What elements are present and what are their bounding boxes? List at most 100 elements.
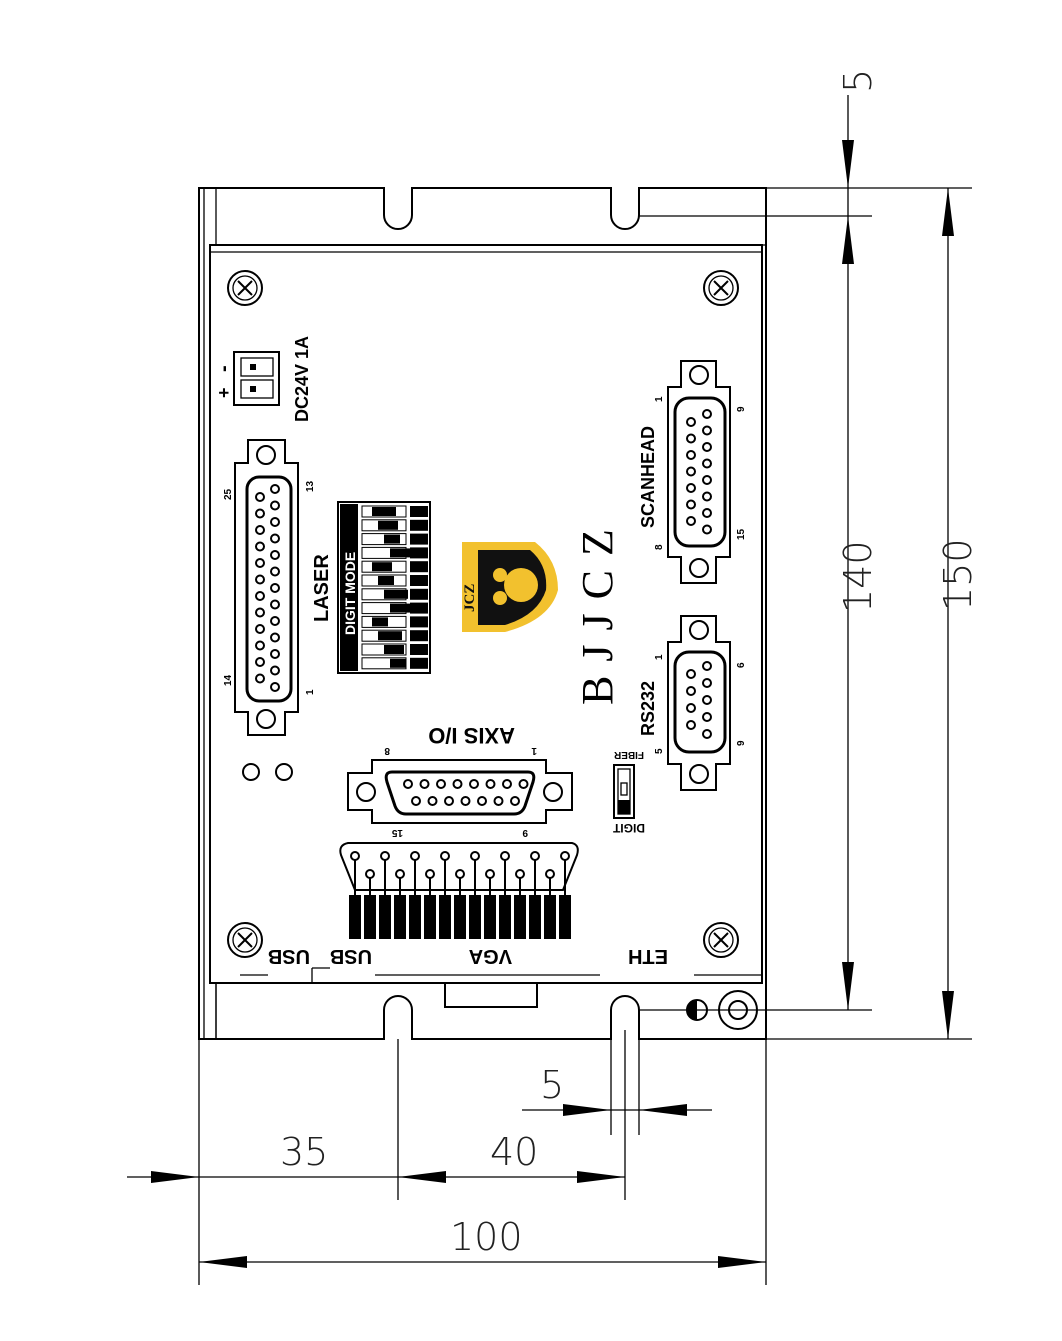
pin-label-block <box>484 895 496 939</box>
pin-icon <box>686 720 696 730</box>
pin-icon <box>545 869 555 879</box>
table-cell-value <box>410 575 428 586</box>
pin-icon <box>518 779 529 789</box>
pin-label-block <box>349 895 361 939</box>
laser-db25-connector <box>234 439 299 736</box>
pin-icon <box>270 632 280 643</box>
pin-icon <box>255 673 265 684</box>
pin-label-block <box>379 895 391 939</box>
pin-icon <box>686 417 696 427</box>
pin-icon <box>702 475 712 485</box>
rs232-pin-5: 5 <box>654 748 665 754</box>
pin-icon <box>270 649 280 659</box>
minus-label: - <box>213 365 235 372</box>
scanhead-label: SCANHEAD <box>638 426 658 528</box>
dim-spacing-40: 40 <box>490 1130 538 1174</box>
pin-label-block <box>439 895 451 939</box>
dim-height-140: 140 <box>836 540 880 613</box>
pin-icon <box>427 796 438 806</box>
pin-icon <box>702 491 712 502</box>
pin-icon <box>686 686 696 696</box>
dim-slot-width: 5 <box>540 1063 564 1107</box>
pin-icon <box>440 851 450 861</box>
table-cell-value <box>410 547 428 559</box>
pin-icon <box>365 869 375 879</box>
dim-top-offset: 5 <box>836 69 880 93</box>
dim-height-150: 150 <box>936 538 980 611</box>
table-cell-mark <box>372 562 392 572</box>
table-cell-value <box>410 616 428 628</box>
pin-icon <box>702 425 712 436</box>
table-cell-mark <box>378 631 402 641</box>
pin-icon <box>270 500 280 511</box>
table-cell-mark <box>384 645 404 654</box>
pin-icon <box>380 851 390 861</box>
pin-icon <box>444 796 454 806</box>
pin-label-block <box>559 895 571 939</box>
pin-icon <box>702 729 712 739</box>
rs232-pin-6: 6 <box>736 662 747 668</box>
scanhead-pin-8: 8 <box>654 544 665 550</box>
eth-label: ETH <box>628 945 668 967</box>
pin-icon <box>702 695 712 705</box>
pin-icon <box>255 558 265 568</box>
pin-icon <box>436 779 446 789</box>
pin-icon <box>702 661 712 671</box>
scanhead-db15-connector <box>667 360 731 584</box>
pin-icon <box>255 492 265 502</box>
table-cell-mark <box>378 520 398 530</box>
fiber-digit-switch[interactable] <box>613 764 635 819</box>
pin-icon <box>255 657 265 667</box>
table-cell-value <box>410 506 428 517</box>
laser-pin-14: 14 <box>223 674 234 686</box>
laser-pin-13: 13 <box>305 480 316 492</box>
pin-icon <box>255 508 265 519</box>
pin-icon <box>702 409 712 419</box>
pin-label-block <box>454 895 466 939</box>
axis-io-db15-connector <box>347 759 573 824</box>
pin-icon <box>530 851 540 861</box>
laser-pin-1: 1 <box>305 689 316 695</box>
pin-icon <box>270 583 280 593</box>
pin-icon <box>502 779 512 789</box>
pin-icon <box>452 779 463 789</box>
table-cell-mark <box>372 617 388 627</box>
usb-label-1: USB <box>268 945 310 967</box>
pin-icon <box>686 450 696 460</box>
pin-icon <box>485 779 496 789</box>
pin-label-block <box>409 895 421 939</box>
scanhead-pin-9: 9 <box>736 406 747 412</box>
scanhead-pin-1: 1 <box>654 396 665 402</box>
laser-label: LASER <box>311 554 333 622</box>
pin-icon <box>477 796 487 806</box>
rs232-pin-9: 9 <box>736 740 747 746</box>
pin-icon <box>702 508 712 518</box>
pin-icon <box>560 851 570 861</box>
pin-icon <box>702 678 712 688</box>
pin-icon <box>686 433 696 444</box>
table-cell-value <box>410 519 428 531</box>
vga-pin-header <box>339 842 579 939</box>
screw-icon <box>703 270 739 306</box>
axis-pin-9: 9 <box>522 827 528 838</box>
table-cell-value <box>410 657 428 669</box>
pin-icon <box>410 851 420 861</box>
table-cell-value <box>410 644 428 655</box>
axis-io-label: AXIS I/O <box>428 723 515 748</box>
pin-icon <box>255 640 265 651</box>
pin-label-block <box>469 895 481 939</box>
digit-mode-table <box>337 501 431 674</box>
rs232-pin-1: 1 <box>654 654 665 660</box>
pin-icon <box>470 851 480 861</box>
table-cell-value <box>410 561 428 573</box>
pin-icon <box>702 712 712 722</box>
dimension-lines <box>127 95 972 1285</box>
pin-icon <box>255 624 265 634</box>
screw-icon <box>227 922 263 958</box>
rs232-db9-connector <box>667 615 731 791</box>
pin-icon <box>485 869 495 879</box>
pin-icon <box>411 796 421 806</box>
digit-label: DIGIT <box>612 821 645 835</box>
pin-icon <box>686 516 696 526</box>
